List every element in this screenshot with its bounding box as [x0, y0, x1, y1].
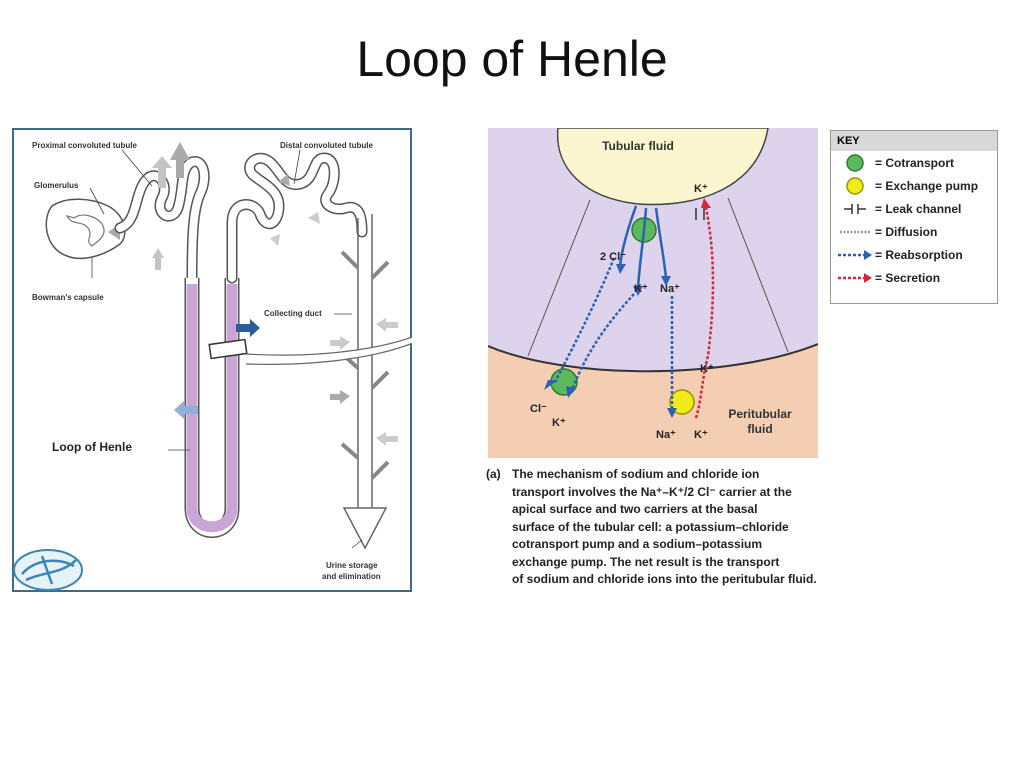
duct-arrow-3 — [330, 390, 350, 404]
red-dashed-arrow-icon — [835, 268, 875, 288]
label-collecting-duct: Collecting duct — [264, 309, 322, 318]
label-distal-tubule: Distal convoluted tubule — [280, 141, 373, 150]
caption-line: of sodium and chloride ions into the per… — [512, 572, 817, 586]
ion-k-secretion: K⁺ — [700, 363, 714, 375]
reabsorption-arrow-1 — [152, 156, 172, 188]
legend-key: KEY = Cotransport = Exchange pump = Leak… — [830, 130, 998, 304]
diffusion-line-icon — [835, 222, 875, 242]
na-apical-arrow — [654, 207, 668, 279]
duct-arrow-1 — [376, 318, 398, 332]
key-row-secretion: = Secretion — [831, 266, 997, 289]
caption-line: exchange pump. The net result is the tra… — [512, 554, 780, 569]
ion-k-mid: K⁺ — [634, 283, 648, 295]
caption-line: cotransport pump and a sodium–potassium — [512, 537, 763, 551]
k-diffusion-path — [570, 293, 635, 391]
k-secretion-arrowhead — [701, 198, 711, 208]
key-row-cotransport: = Cotransport — [831, 151, 997, 174]
ion-k-top: K⁺ — [694, 183, 708, 195]
label-glomerulus: Glomerulus — [34, 181, 79, 190]
ion-cl-bottom: Cl⁻ — [530, 403, 547, 415]
ion-k-bottom-right: K⁺ — [694, 429, 708, 441]
slide-title: Loop of Henle — [356, 31, 668, 87]
k-diffusion-arrowhead — [566, 386, 576, 398]
publisher-logo — [13, 549, 83, 591]
nephron-svg: Proximal convoluted tubule Distal convol… — [12, 128, 465, 592]
ion-na-bottom: Na⁺ — [656, 429, 676, 441]
tubular-fluid-region — [556, 127, 769, 206]
leak-channel — [695, 208, 705, 220]
label-peritubular-line2: fluid — [747, 422, 772, 436]
blue-dashed-arrow-icon — [835, 245, 875, 265]
leak-channel-icon — [835, 199, 875, 219]
nephron-diagram: Proximal convoluted tubule Distal convol… — [12, 128, 465, 592]
distal-arrow-2 — [308, 212, 320, 224]
label-proximal-tubule: Proximal convoluted tubule — [32, 141, 137, 150]
key-label-diffusion: = Diffusion — [875, 224, 938, 239]
cl-diffusion-arrowhead — [544, 380, 558, 390]
caption-line: The mechanism of sodium and chloride ion — [512, 467, 760, 481]
caption-line: apical surface and two carriers at the b… — [512, 502, 758, 516]
yellow-circle-icon — [835, 176, 875, 196]
caption-line: surface of the tubular cell: a potassium… — [512, 519, 789, 534]
k-apical-arrowhead — [633, 286, 643, 296]
key-row-exchange: = Exchange pump — [831, 174, 997, 197]
k-secretion-path — [694, 207, 715, 419]
basal-membrane — [487, 343, 819, 373]
key-label-reabsorption: = Reabsorption — [875, 247, 963, 262]
caption-line: transport involves the Na⁺–K⁺/2 Cl⁻ carr… — [512, 484, 792, 499]
k-apical-arrow — [636, 207, 648, 289]
cell-boundaries — [527, 197, 789, 357]
key-row-leak: = Leak channel — [831, 197, 997, 220]
key-label-exchange: = Exchange pump — [875, 178, 979, 193]
collecting-duct-branches — [340, 250, 390, 480]
duct-arrow-2 — [330, 336, 350, 350]
key-label-secretion: = Secretion — [875, 270, 941, 285]
label-peritubular-line1: Peritubular — [728, 407, 792, 421]
bowmans-capsule-shape — [45, 198, 126, 260]
na-diffusion-arrowhead — [667, 408, 677, 418]
caption-tag: (a) — [486, 467, 501, 481]
label-tubular-fluid: Tubular fluid — [602, 139, 674, 153]
reabsorption-arrow-3 — [152, 248, 164, 270]
glomerulus-shape — [65, 214, 105, 247]
key-row-reabsorption: = Reabsorption — [831, 243, 997, 266]
distal-arrow-3 — [270, 234, 280, 246]
figure-caption: (a) The mechanism of sodium and chloride… — [486, 466, 886, 589]
cell-svg: Tubular fluid Peritubular fluid K⁺ 2 Cl⁻… — [487, 127, 819, 458]
proximal-tubule — [116, 157, 209, 282]
cell-transport-diagram: Tubular fluid Peritubular fluid K⁺ 2 Cl⁻… — [487, 127, 819, 458]
green-circle-icon — [835, 153, 875, 173]
key-row-diffusion: = Diffusion — [831, 220, 997, 243]
ion-2cl: 2 Cl⁻ — [600, 251, 626, 263]
cl-diffusion-path — [552, 257, 616, 385]
cl-apical-arrow — [618, 205, 638, 267]
label-urine-line1: Urine storage — [326, 561, 378, 570]
na-apical-arrowhead — [661, 276, 671, 286]
leader-lines — [89, 149, 363, 549]
distal-arrow-1 — [278, 174, 290, 186]
reabsorption-arrow-2 — [170, 142, 190, 178]
urine-exit-arrow — [342, 507, 388, 550]
distal-tubule — [228, 153, 366, 282]
label-loop-of-henle: Loop of Henle — [52, 440, 132, 454]
key-label-cotransport: = Cotransport — [875, 155, 955, 170]
loop-arrow-in — [174, 401, 198, 419]
loop-of-henle-shape — [186, 284, 238, 533]
ion-k-bottom-left: K⁺ — [552, 417, 566, 429]
key-title: KEY — [831, 131, 997, 151]
cell-zoom-box — [208, 338, 248, 360]
loop-arrow-out — [236, 319, 260, 337]
label-bowmans-capsule: Bowman's capsule — [32, 293, 104, 302]
duct-arrow-4 — [376, 432, 398, 446]
cl-apical-arrowhead — [616, 264, 626, 274]
ion-na-mid: Na⁺ — [660, 283, 680, 295]
key-label-leak: = Leak channel — [875, 201, 962, 216]
label-urine-line2: and elimination — [322, 572, 381, 581]
